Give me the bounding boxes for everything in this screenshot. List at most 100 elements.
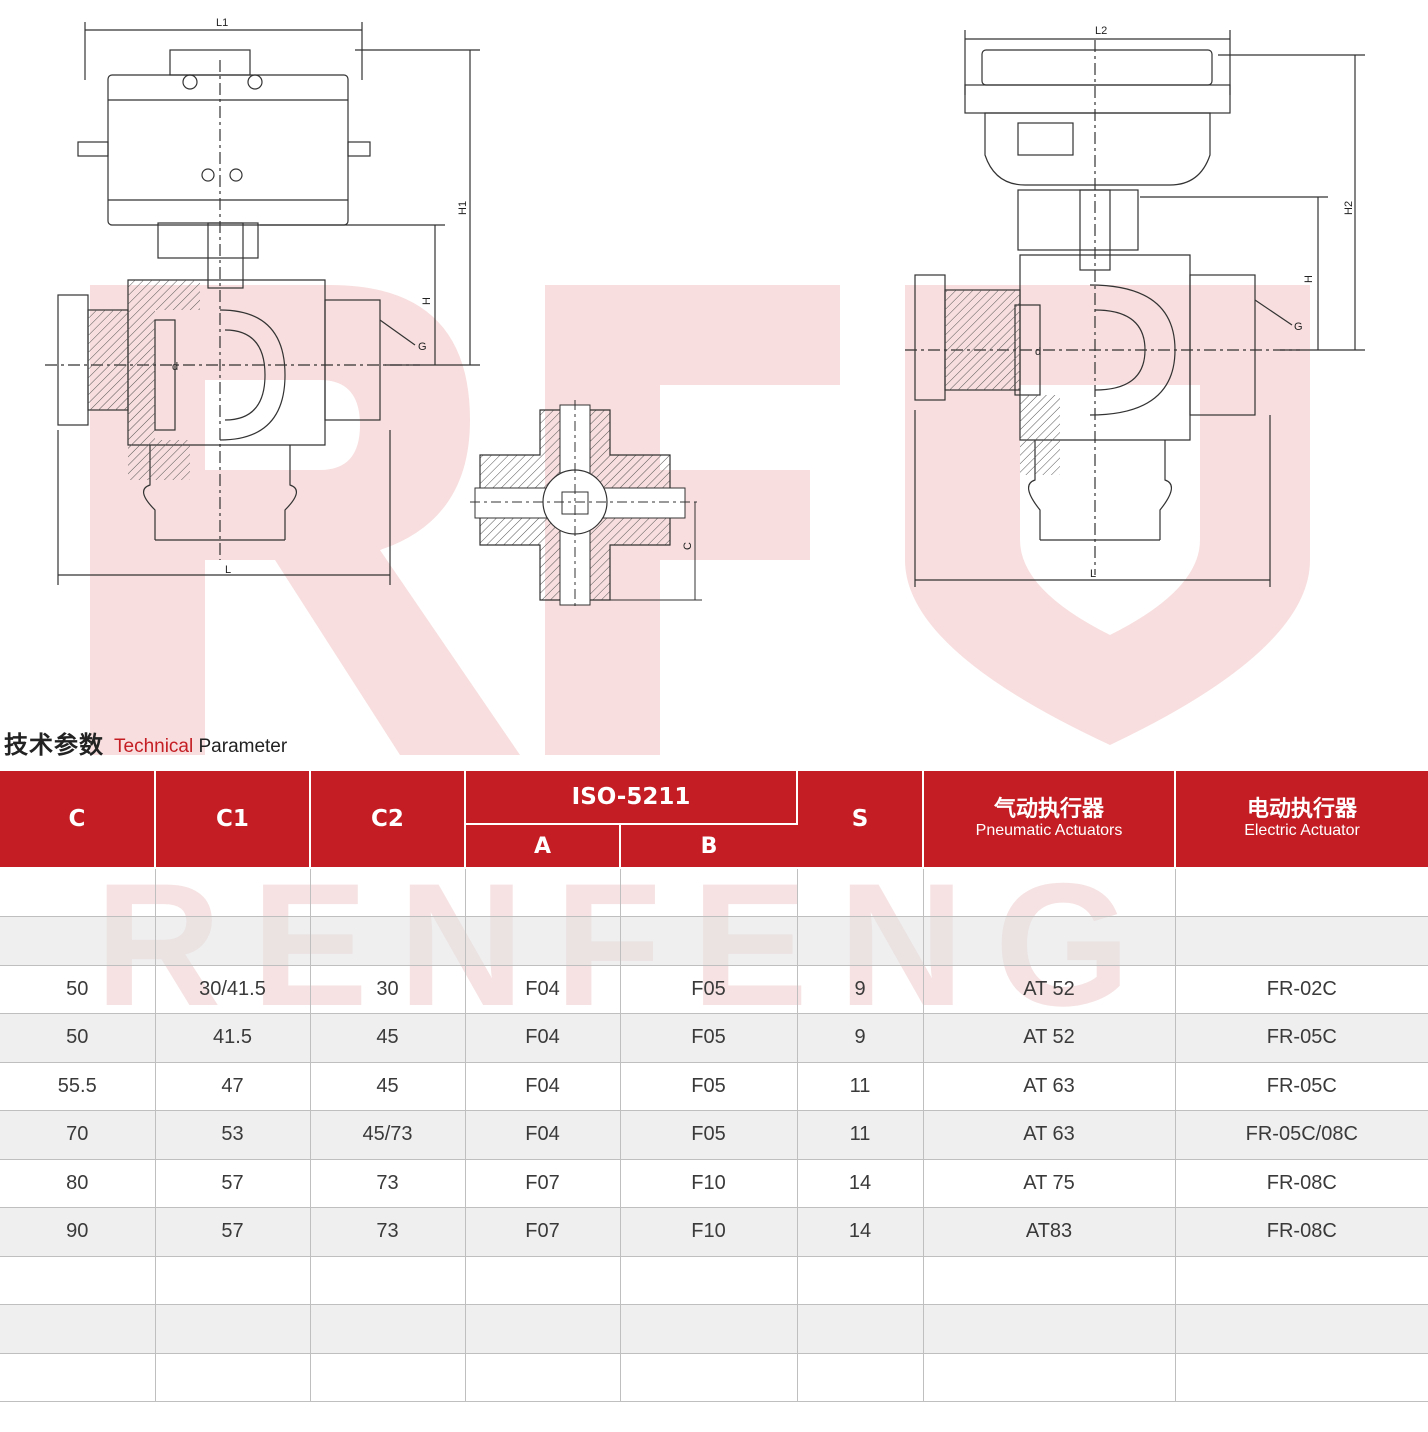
header-a: A — [465, 824, 621, 869]
cell-electric: FR-05C — [1175, 1062, 1428, 1111]
header-c: C — [0, 771, 156, 869]
cell-s: 14 — [797, 1207, 924, 1257]
header-pneumatic-en: Pneumatic Actuators — [975, 822, 1123, 839]
header-electric-actuator: 电动执行器 Electric Actuator — [1175, 771, 1428, 869]
table-row — [0, 1256, 1428, 1305]
cell-c1 — [155, 1304, 311, 1354]
cell-c1: 41.5 — [155, 1013, 311, 1063]
cell-pneumatic: AT 63 — [923, 1062, 1176, 1111]
cell-c — [0, 867, 156, 917]
cell-a — [465, 1353, 621, 1402]
cell-c: 90 — [0, 1207, 156, 1257]
cell-a: F07 — [465, 1159, 621, 1208]
cell-s — [797, 1256, 924, 1305]
cell-pneumatic — [923, 1256, 1176, 1305]
dim-l2: L2 — [1095, 25, 1107, 37]
cell-pneumatic: AT83 — [923, 1207, 1176, 1257]
cell-s: 9 — [797, 1013, 924, 1063]
cell-b — [620, 1304, 798, 1354]
header-pneumatic-cn: 气动执行器 — [994, 797, 1105, 822]
dim-d: d — [1035, 346, 1041, 358]
cell-s — [797, 916, 924, 966]
cell-c1: 57 — [155, 1207, 311, 1257]
cell-a: F04 — [465, 1110, 621, 1160]
cell-c — [0, 916, 156, 966]
header-pneumatic-actuators: 气动执行器 Pneumatic Actuators — [923, 771, 1177, 869]
cell-c — [0, 1304, 156, 1354]
cell-a: F07 — [465, 1207, 621, 1257]
cell-b — [620, 916, 798, 966]
cell-c1: 57 — [155, 1159, 311, 1208]
cell-b: F05 — [620, 1062, 798, 1111]
parameter-table: C C1 C2 ISO-5211 S 气动执行器 Pneumatic Actua… — [0, 771, 1428, 1402]
cell-pneumatic: AT 75 — [923, 1159, 1176, 1208]
header-electric-en: Electric Actuator — [1244, 822, 1360, 839]
section-title-en-rest: Parameter — [193, 736, 288, 757]
dim-h: H — [1303, 275, 1315, 283]
table-row — [0, 867, 1428, 917]
cell-c — [0, 1353, 156, 1402]
table-row — [0, 1353, 1428, 1402]
cell-c1 — [155, 916, 311, 966]
cell-a: F04 — [465, 1062, 621, 1111]
pneumatic-valve-drawing: L1 L d G H1 H — [45, 17, 480, 585]
header-s: S — [797, 771, 925, 869]
header-b: B — [620, 824, 798, 869]
cell-c2: 45/73 — [310, 1110, 466, 1160]
cell-electric: FR-08C — [1175, 1159, 1428, 1208]
cell-c2: 73 — [310, 1159, 466, 1208]
cell-a: F04 — [465, 965, 621, 1014]
cell-b — [620, 1256, 798, 1305]
cell-s — [797, 1304, 924, 1354]
cell-electric: FR-05C — [1175, 1013, 1428, 1063]
header-c1: C1 — [155, 771, 311, 869]
cell-b: F10 — [620, 1159, 798, 1208]
cell-electric: FR-02C — [1175, 965, 1428, 1014]
cell-c2 — [310, 1256, 466, 1305]
section-title-en: Technical Parameter — [114, 736, 287, 758]
cell-pneumatic: AT 52 — [923, 965, 1176, 1014]
cell-b: F05 — [620, 965, 798, 1014]
cell-c1 — [155, 1256, 311, 1305]
electric-valve-drawing: L2 L d G H2 H — [905, 25, 1365, 587]
dim-l1: L1 — [216, 17, 228, 29]
cell-pneumatic — [923, 867, 1176, 917]
cell-b — [620, 867, 798, 917]
cell-b: F05 — [620, 1110, 798, 1160]
cell-c: 50 — [0, 965, 156, 1014]
cell-c: 70 — [0, 1110, 156, 1160]
cell-electric — [1175, 1304, 1428, 1354]
cell-a: F04 — [465, 1013, 621, 1063]
cell-pneumatic — [923, 916, 1176, 966]
cell-electric — [1175, 916, 1428, 966]
dim-l: L — [1090, 568, 1096, 580]
cell-pneumatic — [923, 1353, 1176, 1402]
cell-c2 — [310, 916, 466, 966]
header-c2: C2 — [310, 771, 466, 869]
table-row — [0, 916, 1428, 966]
cell-c2 — [310, 867, 466, 917]
cell-c: 80 — [0, 1159, 156, 1208]
technical-drawings: L1 L d G H1 H C — [0, 0, 1428, 700]
dim-c: C — [682, 542, 694, 550]
section-title: 技术参数 Technical Parameter — [4, 724, 287, 760]
cell-electric — [1175, 867, 1428, 917]
cell-pneumatic — [923, 1304, 1176, 1354]
cell-s: 11 — [797, 1062, 924, 1111]
header-iso5211: ISO-5211 — [465, 771, 799, 825]
cell-electric — [1175, 1256, 1428, 1305]
cell-a — [465, 916, 621, 966]
cell-b: F05 — [620, 1013, 798, 1063]
dim-l: L — [225, 564, 231, 576]
dim-g: G — [418, 341, 427, 353]
cell-a — [465, 867, 621, 917]
cell-s: 14 — [797, 1159, 924, 1208]
dim-d: d — [172, 361, 178, 373]
cell-b — [620, 1353, 798, 1402]
header-electric-cn: 电动执行器 — [1247, 797, 1358, 822]
